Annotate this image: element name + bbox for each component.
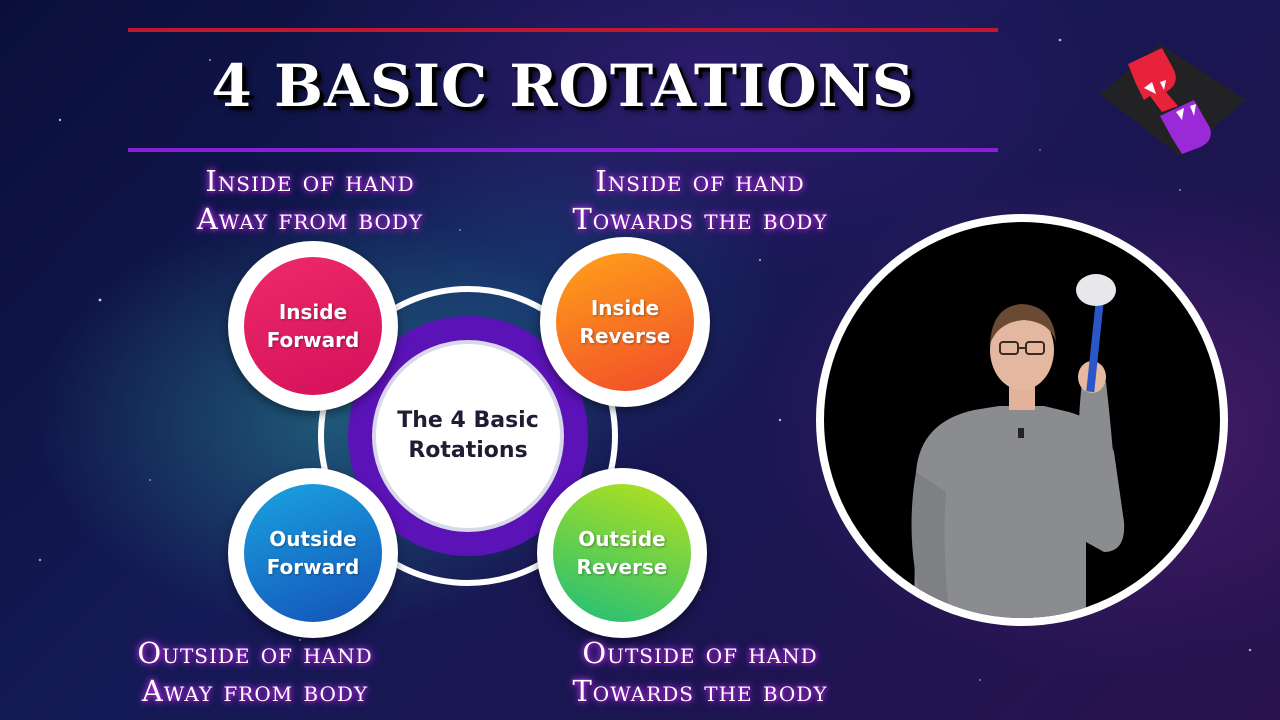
node-label-line: Forward	[266, 328, 360, 352]
node-label-line: Outside	[269, 527, 357, 551]
diagram-hub: The 4 Basic Rotations	[372, 340, 564, 532]
caption-line: Outside of hand	[137, 636, 373, 670]
node-inside-reverse: Inside Reverse	[540, 237, 710, 407]
node-label-line: Outside	[578, 527, 666, 551]
node-label-line: Inside	[278, 300, 348, 324]
hub-label-line: Rotations	[408, 438, 528, 463]
node-label-line: Forward	[266, 555, 360, 579]
caption-line: Inside of hand	[205, 164, 415, 198]
node-outside-reverse: Outside Reverse	[537, 468, 707, 638]
node-inside-forward: Inside Forward	[228, 241, 398, 411]
caption-top-left: Inside of hand Away from body	[90, 162, 530, 238]
channel-logo-icon	[1100, 44, 1246, 156]
presenter-figure	[911, 274, 1125, 618]
caption-line: Away from body	[141, 674, 369, 708]
top-rule	[128, 28, 998, 32]
caption-line: Away from body	[196, 202, 424, 236]
presenter-video-frame	[824, 222, 1220, 618]
caption-line: Outside of hand	[582, 636, 818, 670]
node-label-line: Reverse	[579, 324, 671, 348]
bottom-rule	[128, 148, 998, 152]
node-label-line: Inside	[590, 296, 660, 320]
caption-line: Towards the body	[572, 674, 828, 708]
node-label-line: Reverse	[576, 555, 668, 579]
presenter-video	[816, 214, 1228, 626]
caption-top-right: Inside of hand Towards the body	[480, 162, 920, 238]
caption-bottom-right: Outside of hand Towards the body	[480, 634, 920, 710]
caption-bottom-left: Outside of hand Away from body	[35, 634, 475, 710]
caption-line: Inside of hand	[595, 164, 805, 198]
page-title: 4 BASIC ROTATIONS	[211, 52, 915, 120]
node-outside-forward: Outside Forward	[228, 468, 398, 638]
caption-line: Towards the body	[572, 202, 828, 236]
diagram-outer-ring	[318, 286, 618, 586]
hub-label-line: The 4 Basic	[397, 408, 539, 433]
